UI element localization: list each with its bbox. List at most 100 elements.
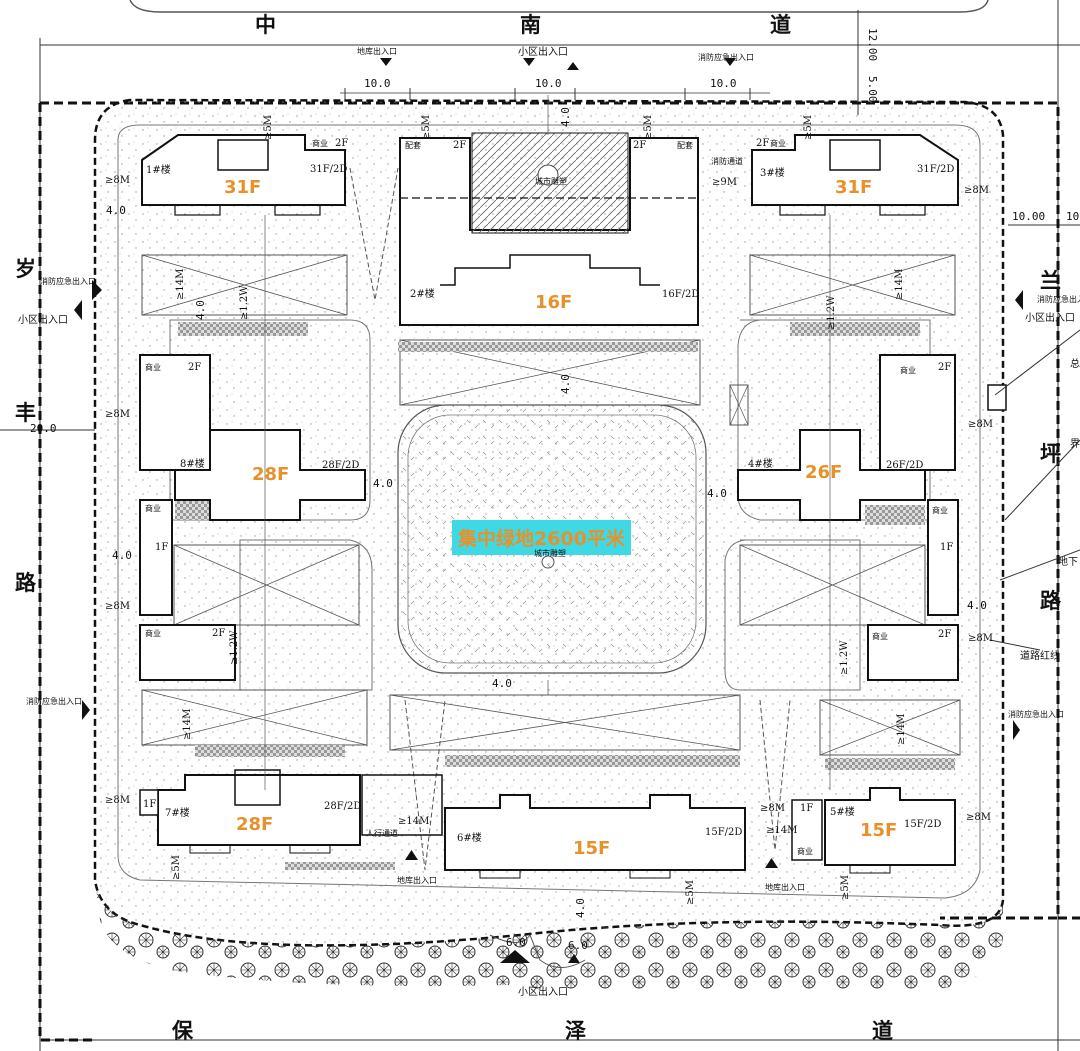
dim-north-10-a: 10.0 [364,77,391,90]
b4-floors: 26F [805,462,843,483]
road-east-1: 兰 [1040,268,1061,293]
e-top-floor: 2F [938,362,952,373]
north-main-entrance: 小区出入口 [518,47,568,58]
dim-5m-d: ≥5M [803,115,814,140]
south-garage-entrance-right: 地库出入口 [765,883,805,892]
w-top-commerce: 商业 [145,363,161,372]
east-main-entrance: 小区出入口 [1025,313,1075,324]
road-west-3: 路 [15,570,36,595]
east-note-2: 界 [1070,439,1080,450]
b5-f1: 1F [800,803,814,814]
e-bot-floor: 2F [938,629,952,640]
dim-north-10-c: 10.0 [710,77,737,90]
w-bot-floor: 2F [212,628,226,639]
pedestrian-passage: 人行通道 [366,829,398,838]
dim-8m-d: ≥8M [968,419,993,430]
b8-note: 28F/2D [322,460,360,471]
dim-8m-b: ≥8M [964,185,989,196]
city-sculpture-center: 城市雕塑 [534,549,566,558]
b2-f2-left: 2F [453,140,467,151]
dim-8m-h: ≥8M [966,812,991,823]
b3-note: 31F/2D [917,164,955,175]
w-top-floor: 2F [188,362,202,373]
road-red-line: 道路红线 [1020,651,1060,662]
e-top-commerce: 商业 [900,366,916,375]
dim-1-2w-a: ≥1.2W [239,285,250,320]
b3-f2: 2F [756,138,770,149]
b7-note: 28F/2D [324,801,362,812]
dim-4-0-g: 4.0 [559,374,572,394]
north-garage-entrance: 地库出入口 [357,47,397,56]
b1-floors: 31F [224,177,262,198]
b5-floors: 15F [860,820,898,841]
dim-4-0-c: 4.0 [373,477,393,490]
b2-note: 16F/2D [662,289,700,300]
dim-5m-c: ≥5M [643,115,654,140]
dim-1-2w-d: ≥1.2W [839,640,850,675]
b6-label: 6#楼 [457,833,482,844]
road-east-3: 路 [1040,588,1061,613]
e-mid-floor: 1F [940,542,954,553]
dim-4-0-e: 4.0 [967,599,987,612]
b7-label: 7#楼 [165,808,190,819]
east-note-3: 地下 [1058,557,1078,568]
road-west-2: 丰 [15,400,36,425]
dim-north-12: 12.00 [866,28,879,62]
road-south-3: 道 [872,1018,893,1043]
dim-north-10-b: 10.0 [535,77,562,90]
b1-note: 31F/2D [310,164,348,175]
east-note-1: 总 [1070,359,1080,370]
dim-4-0-j: 4.0 [194,300,207,320]
b6-note: 15F/2D [705,827,743,838]
b2-f2-right: 2F [633,140,647,151]
north-garage-arrow [380,58,392,66]
city-sculpture-top: 城市雕塑 [535,177,567,186]
road-east-2: 坪 [1040,441,1061,466]
b3-floors: 31F [835,177,873,198]
road-north-3: 道 [770,12,791,37]
b2-support-right: 配套 [677,141,693,150]
b5-note: 15F/2D [904,819,942,830]
dim-14m-d: ≥14M [894,268,905,300]
b3-label: 3#楼 [760,168,785,179]
b1-f2: 2F [335,138,349,149]
w-bot-commerce: 商业 [145,629,161,638]
dim-4-0-a: 4.0 [106,204,126,217]
dim-5m-e: ≥5M [171,855,182,880]
dim-4-0-i: 4.0 [574,898,587,918]
b2-label: 2#楼 [410,289,435,300]
dim-east-10-a: 10.00 [1012,210,1046,223]
dim-5m-f: ≥5M [685,880,696,905]
road-west-1: 岁 [15,256,36,281]
dim-4-0-d: 4.0 [707,487,727,500]
b8-floors: 28F [252,464,290,485]
dim-south-6-b: 6.0 [568,939,588,952]
dim-14m-e: ≥14M [182,708,193,740]
w-mid-floor: 1F [155,542,169,553]
dim-east-10-b: 10 [1066,210,1080,223]
dim-14m-b: ≥14M [766,825,798,836]
dim-4-0-b: 4.0 [112,549,132,562]
dim-west-20: 20.0 [30,422,57,435]
dim-14m-c: ≥14M [175,268,186,300]
b4-label: 4#楼 [748,459,773,470]
road-south-2: 泽 [565,1018,586,1043]
b7-floors: 28F [236,814,274,835]
fire-passage: 消防通道 [711,157,743,166]
dim-9m: ≥9M [712,177,737,188]
b2-support-left: 配套 [405,141,421,150]
dim-8m-e: ≥8M [105,601,130,612]
dim-5m-g: ≥5M [840,875,851,900]
dim-5m-b: ≥5M [421,115,432,140]
south-garage-entrance-left: 地库出入口 [397,876,437,885]
b6-floors: 15F [573,838,611,859]
east-fire-entrance-2: 消防应急出入口 [1008,710,1064,719]
south-main-entrance: 小区出入口 [518,987,568,998]
b5-label: 5#楼 [830,807,855,818]
dim-8m-a: ≥8M [105,175,130,186]
dim-8m-i: ≥8M [760,803,785,814]
e-mid-commerce: 商业 [932,506,948,515]
green-area-label: 集中绿地2600平米 [452,520,631,555]
east-fire-entrance: 消防应急出入口 [1037,295,1080,304]
west-fire-entrance-2: 消防应急出入口 [26,697,82,706]
